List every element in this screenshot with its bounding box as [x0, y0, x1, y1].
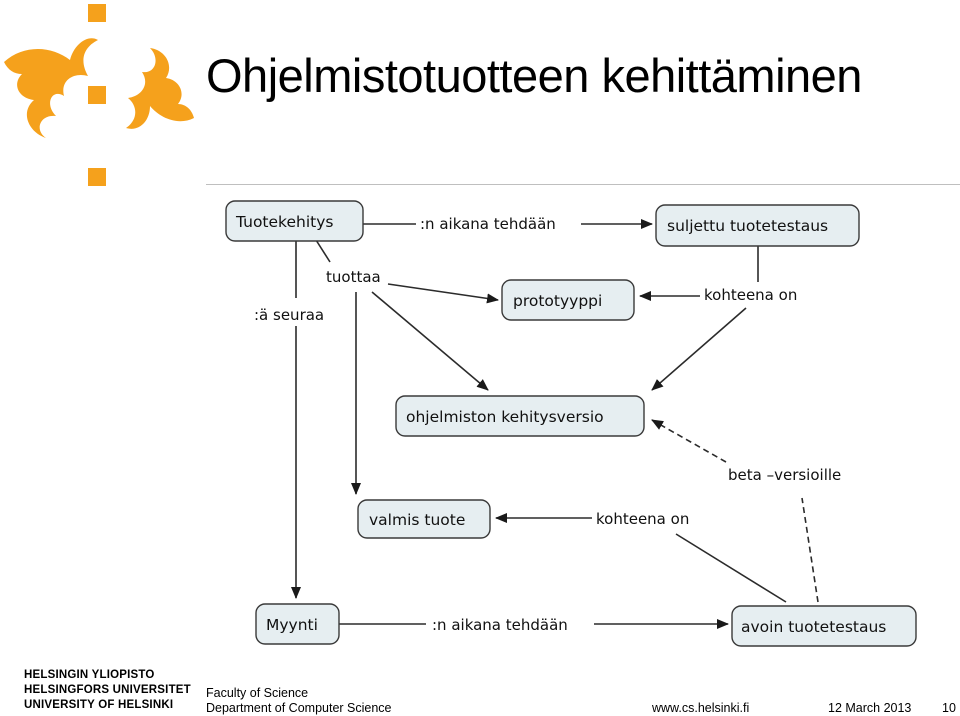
edge-arrow-kehitysversio [371, 291, 489, 391]
node-label: avoin tuotetestaus [741, 618, 886, 636]
node-valmis-tuote: valmis tuote [357, 499, 491, 539]
node-suljettu-tuotetestaus: suljettu tuotetestaus [655, 204, 860, 247]
title-divider [206, 184, 960, 185]
edges: :n aikana tehdään tuottaa :ä seuraa koht… [254, 215, 841, 634]
node-myynti: Myynti [255, 603, 340, 645]
edge-arrow-prototyyppi [387, 283, 499, 304]
logo-middle-square [88, 86, 106, 104]
node-label: Myynti [266, 616, 318, 634]
edge-label-seuraa: :ä seuraa [254, 306, 324, 324]
node-kehitysversio: ohjelmiston kehitysversio [395, 395, 645, 437]
edge-label-beta: beta –versioille [728, 466, 841, 484]
university-name: HELSINGIN YLIOPISTO HELSINGFORS UNIVERSI… [24, 668, 191, 713]
edge-line [315, 239, 331, 263]
footer-url: www.cs.helsinki.fi [652, 701, 750, 715]
logo-top-square [88, 4, 106, 22]
logo-right-flame [126, 48, 194, 129]
university-name-fi: HELSINGIN YLIOPISTO [24, 669, 155, 681]
logo-bottom-square [88, 168, 106, 186]
node-label: ohjelmiston kehitysversio [406, 408, 604, 426]
page-number: 10 [942, 701, 956, 715]
edge-arrow [651, 307, 747, 391]
edge-dashed-arrow [651, 419, 727, 463]
edge-label-tk-suljettu: :n aikana tehdään [420, 215, 556, 233]
slide-title: Ohjelmistotuotteen kehittäminen [206, 49, 862, 102]
department-name: Department of Computer Science [206, 701, 392, 715]
university-logo [4, 4, 194, 186]
node-label: prototyyppi [513, 292, 602, 310]
university-name-en: UNIVERSITY OF HELSINKI [24, 699, 174, 711]
node-prototyyppi: prototyyppi [501, 279, 635, 321]
edge-label-suljettu-kohteena: kohteena on [704, 286, 797, 304]
edge-dashed [801, 497, 819, 603]
edge-line [675, 533, 787, 603]
node-label: valmis tuote [369, 511, 465, 529]
edge-label-tuottaa: tuottaa [326, 268, 381, 286]
node-avoin-tuotetestaus: avoin tuotetestaus [731, 605, 917, 647]
faculty-name: Faculty of Science [206, 686, 309, 700]
node-tuotekehitys: Tuotekehitys [225, 200, 364, 242]
edge-label-avoin-kohteena: kohteena on [596, 510, 689, 528]
node-label: suljettu tuotetestaus [667, 217, 828, 235]
university-name-sv: HELSINGFORS UNIVERSITET [24, 684, 191, 696]
logo-left-flame [4, 38, 98, 138]
edge-label-myynti-avoin: :n aikana tehdään [432, 616, 568, 634]
node-label: Tuotekehitys [235, 213, 333, 231]
footer-date: 12 March 2013 [828, 701, 912, 715]
concept-map: :n aikana tehdään tuottaa :ä seuraa koht… [225, 200, 917, 647]
